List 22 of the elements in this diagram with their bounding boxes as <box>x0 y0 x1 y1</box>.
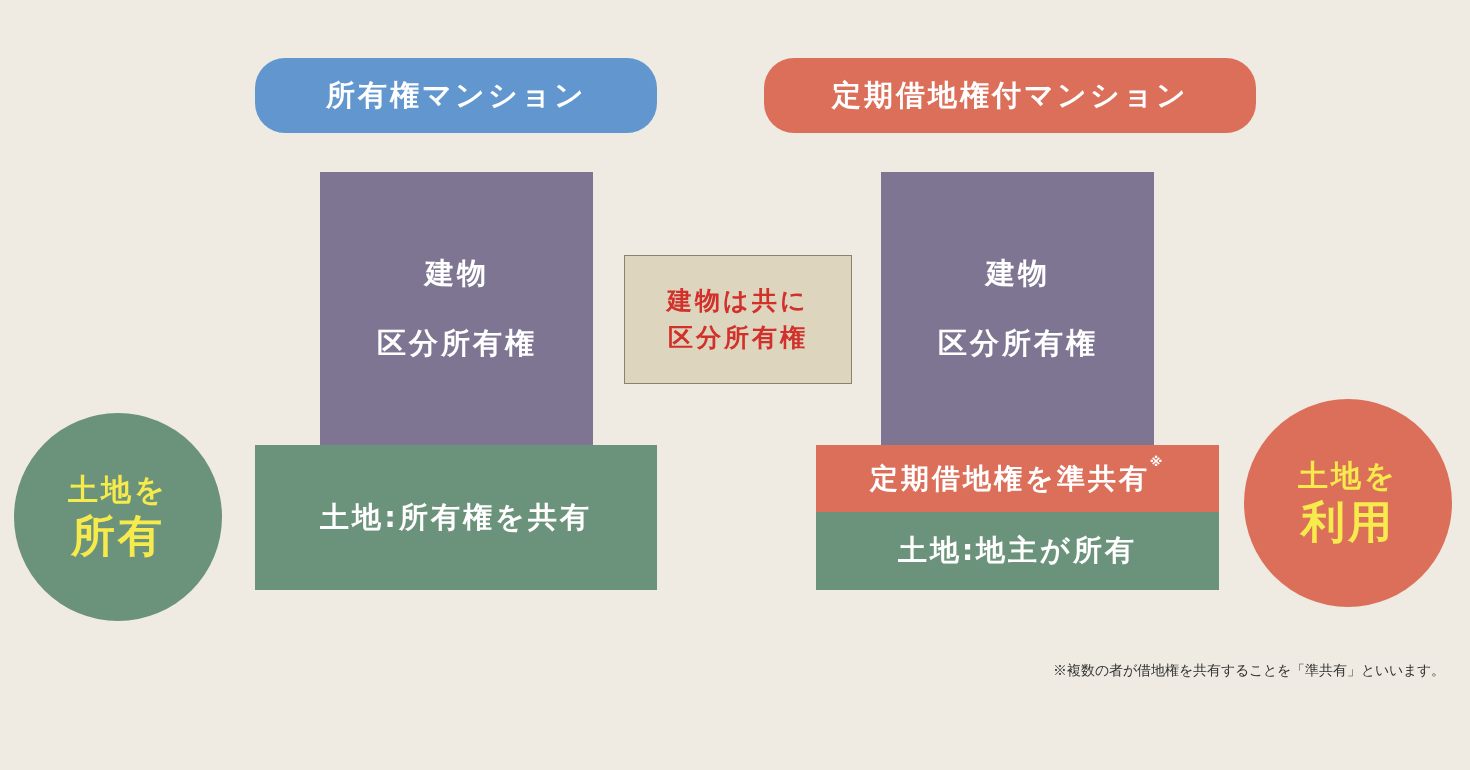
node-text: 区分所有権 <box>376 324 537 362</box>
node-text: 土地:地主が所有 <box>897 532 1138 569</box>
title-pill <box>764 58 1256 133</box>
node-text: 土地を <box>68 470 168 509</box>
node-text: 建物は共に区分所有権 <box>665 285 810 354</box>
node-text: 建物 <box>424 254 489 292</box>
title-pill <box>255 58 657 133</box>
node-text: 定期借地権付マンション <box>831 76 1189 114</box>
note-box <box>624 255 852 384</box>
land-block <box>816 512 1219 590</box>
node-text: 利用 <box>1301 495 1395 550</box>
node-text: 区分所有権 <box>937 324 1098 362</box>
node-text: 土地を <box>1298 456 1398 495</box>
node-text: 所有権マンション <box>325 76 587 114</box>
building-block <box>881 172 1154 445</box>
node-text: 土地:所有権を共有 <box>320 498 592 536</box>
node-text: 所有 <box>71 509 165 564</box>
footnote: ※複数の者が借地権を共有することを「準共有」といいます。 <box>1053 662 1445 680</box>
leasehold-band <box>816 445 1219 512</box>
node-text: 建物 <box>985 254 1050 292</box>
land-block <box>255 445 657 590</box>
building-block <box>320 172 593 445</box>
